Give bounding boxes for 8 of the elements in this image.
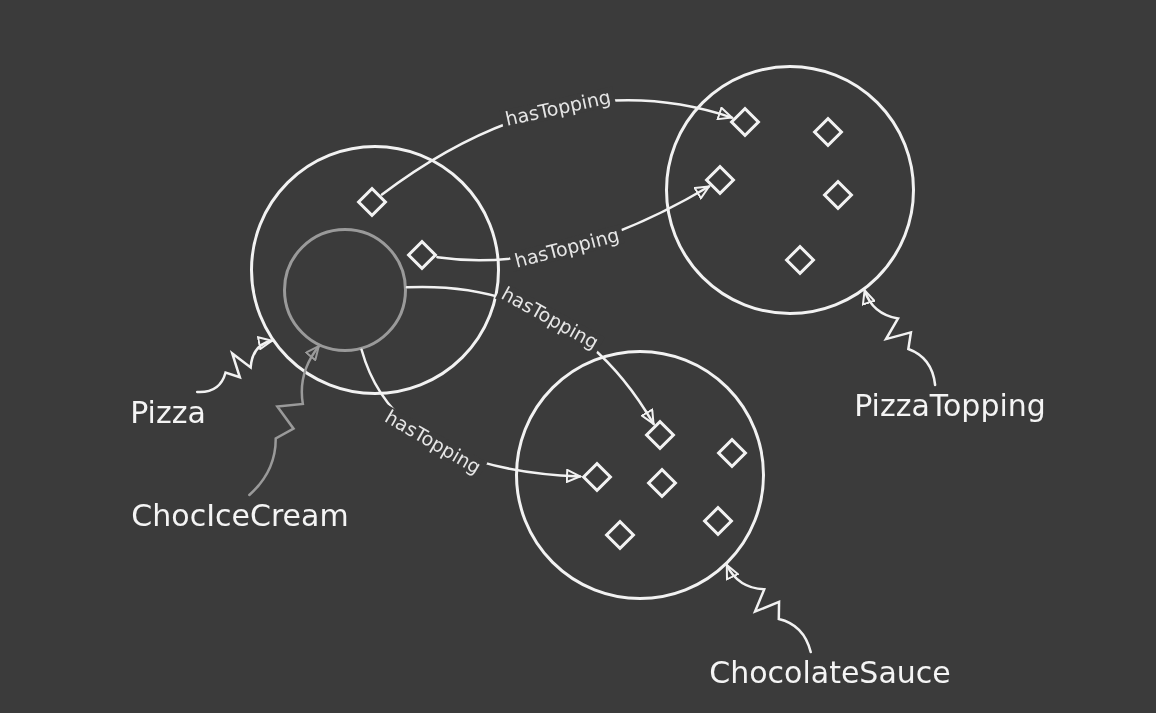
class-label: PizzaTopping: [830, 385, 1070, 425]
leader-arrow: [862, 289, 937, 387]
leader-arrow: [195, 336, 274, 394]
class-label: Pizza: [113, 392, 223, 432]
class-label: ChocolateSauce: [690, 652, 970, 692]
leader-arrow: [725, 563, 812, 654]
class-label: ChocIceCream: [110, 495, 370, 535]
leader-arrow: [248, 344, 321, 497]
